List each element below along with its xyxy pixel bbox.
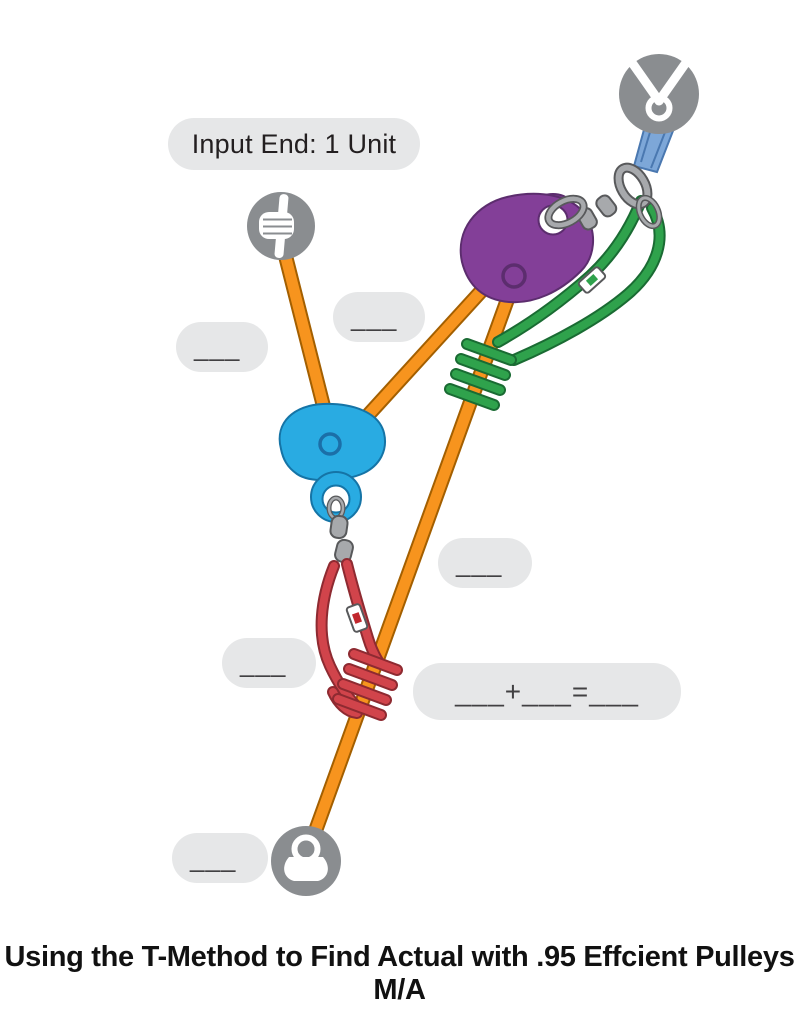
blank-label-input-line: ___ [176,322,268,372]
blank-label-return-line: ___ [333,292,425,342]
pulley-shackle [544,194,588,230]
blank-text: ___ [351,302,398,332]
blank-text: ___ [194,332,241,362]
input-end-label: Input End: 1 Unit [168,118,420,170]
blank-label-prusik-line: ___ [222,638,316,688]
blue-pulley [278,402,386,523]
red-prusik-wraps [332,648,403,721]
red-rope-grab-icon [345,603,369,633]
equation-label: ___+___=___ [413,663,681,720]
blue-pulley-swivel [326,495,354,564]
anchor-carabiner-icon [619,54,699,134]
red-prusik [315,558,403,721]
input-end-text: Input End: 1 Unit [191,128,397,159]
blank-label-load-line: ___ [438,538,532,588]
kettlebell-weight-icon [271,826,341,896]
green-prusik-wraps [444,338,517,411]
green-carabiner-icon [635,194,663,230]
rope-return-segment [352,268,503,432]
rope-input-segment [276,242,337,436]
green-rope-grab-icon [577,266,607,294]
blank-text: ___ [240,648,287,678]
green-prusik [444,195,666,411]
blank-text: ___ [456,548,503,578]
hand-grip-icon [247,192,315,260]
equation-text: ___+___=___ [455,675,639,707]
blank-label-weight: ___ [172,833,268,883]
page-title: Using the T-Method to Find Actual with .… [4,941,795,1006]
carabiner-icon [613,162,653,210]
rope-load-segment [302,290,516,854]
blank-text: ___ [190,843,237,873]
